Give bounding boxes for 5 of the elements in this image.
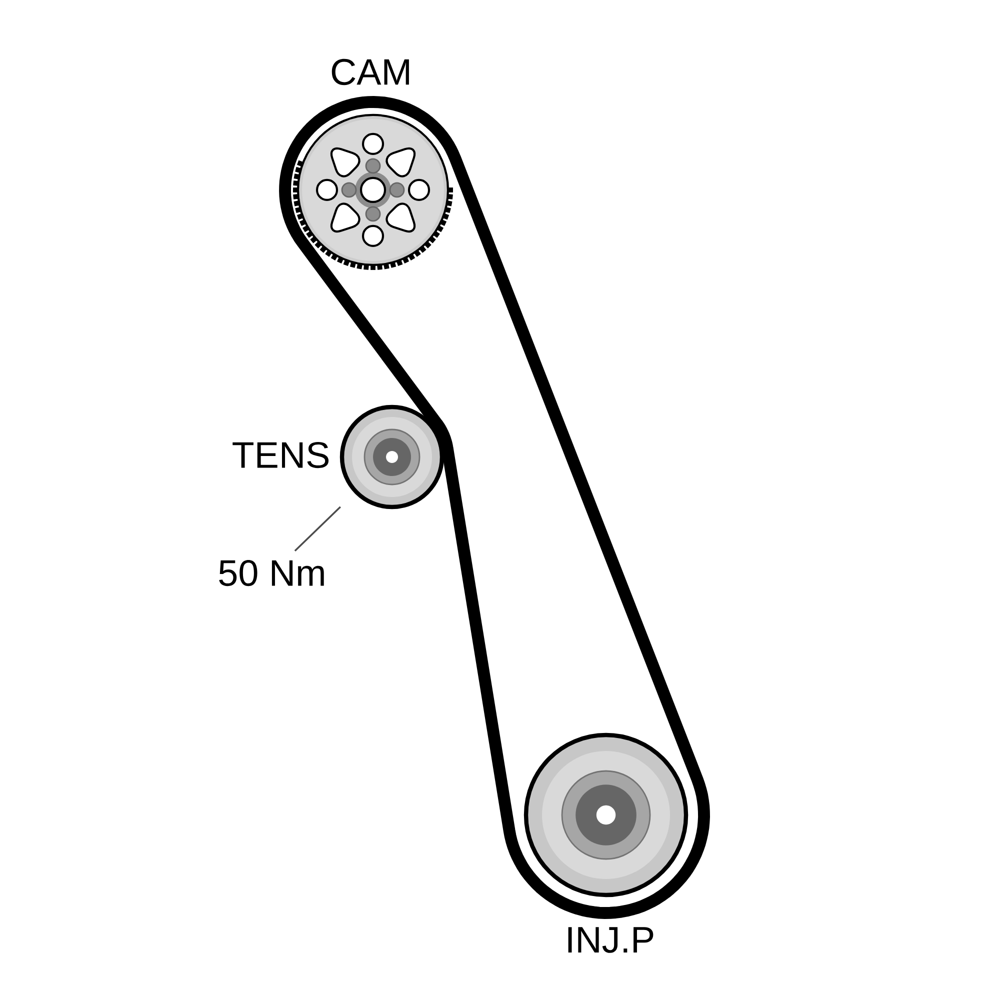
- pulley-label: INJ.P: [568, 927, 654, 953]
- torque-value: 50 Nm: [219, 560, 324, 586]
- pulley-label: CAM: [332, 58, 409, 86]
- pulley-label: TENS: [232, 442, 329, 468]
- leader-line: [294, 506, 341, 552]
